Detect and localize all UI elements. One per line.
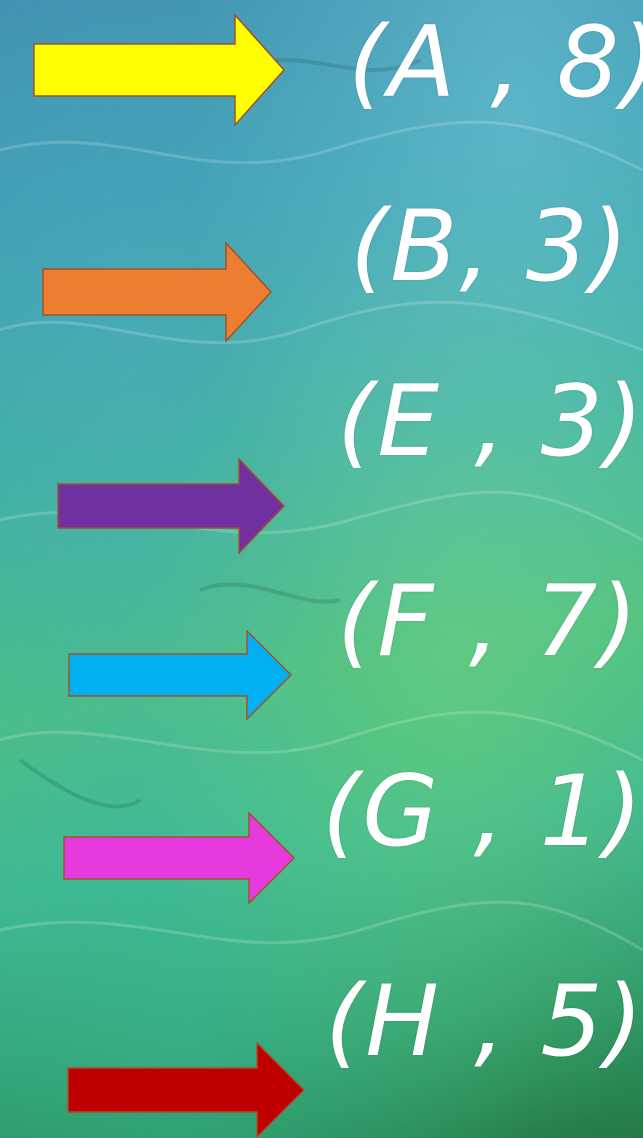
coordinate-label: (F , 7) (337, 565, 640, 679)
right-arrow-icon (57, 458, 285, 554)
right-arrow-icon (63, 812, 295, 904)
right-arrow-icon (68, 630, 292, 720)
right-arrow-icon (67, 1042, 305, 1138)
coordinate-label: (A , 8) (348, 6, 643, 120)
coordinate-label: (E , 3) (337, 365, 643, 479)
coordinate-label: (B, 3) (350, 190, 630, 304)
coordinate-label: (G , 1) (322, 755, 643, 869)
right-arrow-icon (42, 242, 272, 342)
right-arrow-icon (33, 14, 285, 126)
coordinate-label: (H , 5) (325, 965, 643, 1079)
